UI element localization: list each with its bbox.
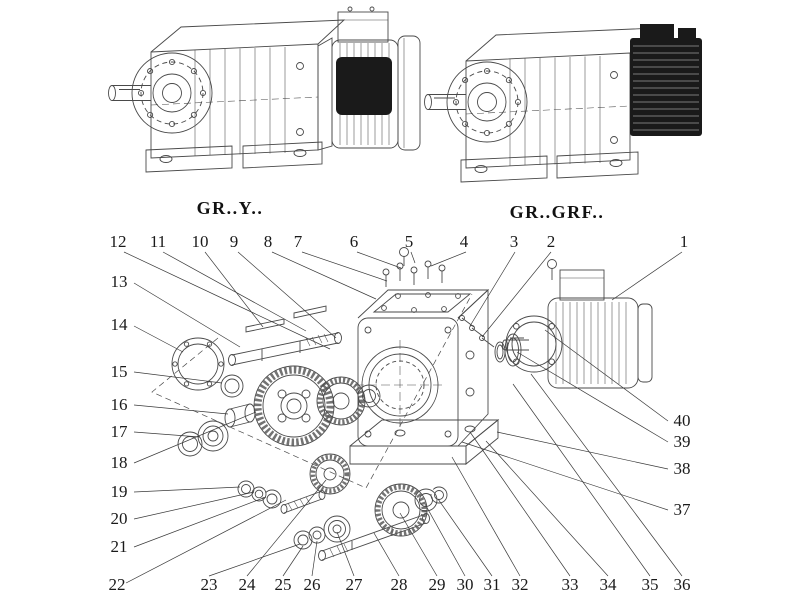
callout-21: 21 <box>111 537 128 556</box>
callout-33: 33 <box>562 575 579 594</box>
input-shaft <box>228 305 342 366</box>
cover-bolts <box>382 247 446 287</box>
callout-18: 18 <box>111 453 128 472</box>
callout-13: 13 <box>111 272 128 291</box>
callout-25: 25 <box>275 575 292 594</box>
callout-2: 2 <box>547 232 556 251</box>
bearings-left <box>177 403 256 457</box>
callout-6: 6 <box>350 232 359 251</box>
callout-14: 14 <box>111 315 129 334</box>
callout-numbers: 12 11 10 9 8 7 6 5 4 3 2 1 13 14 15 16 1… <box>109 232 692 594</box>
callout-32: 32 <box>512 575 529 594</box>
callout-26: 26 <box>304 575 321 594</box>
gearmotor-drawing-gr-y <box>108 6 421 173</box>
callout-39: 39 <box>674 432 691 451</box>
callout-7: 7 <box>294 232 303 251</box>
callout-22: 22 <box>109 575 126 594</box>
gearmotor-drawing-gr-grf <box>424 24 702 183</box>
variant-label-right: GR..GRF.. <box>510 202 605 222</box>
end-cover <box>171 337 244 398</box>
callout-35: 35 <box>642 575 659 594</box>
motor-exploded <box>502 259 653 389</box>
callout-4: 4 <box>460 232 469 251</box>
callout-37: 37 <box>674 500 692 519</box>
callout-5: 5 <box>405 232 414 251</box>
callout-38: 38 <box>674 459 691 478</box>
pinion-and-gear <box>280 453 351 514</box>
callout-36: 36 <box>674 575 691 594</box>
callout-30: 30 <box>457 575 474 594</box>
variant-label-left: GR..Y.. <box>197 198 264 218</box>
callout-9: 9 <box>230 232 239 251</box>
callout-24: 24 <box>239 575 257 594</box>
gear-housing <box>349 288 500 465</box>
output-shaft-assembly <box>293 483 448 561</box>
callout-1: 1 <box>680 232 689 251</box>
intermediate-gears <box>253 365 381 447</box>
callout-17: 17 <box>111 422 129 441</box>
motor-fins <box>633 45 699 131</box>
bolt-circle-holes <box>137 58 207 128</box>
callout-23: 23 <box>201 575 218 594</box>
callout-28: 28 <box>391 575 408 594</box>
bolt-circle-holes <box>452 67 522 137</box>
exploded-view-drawing <box>151 247 653 561</box>
callout-40: 40 <box>674 411 691 430</box>
callout-11: 11 <box>150 232 166 251</box>
callout-29: 29 <box>429 575 446 594</box>
callout-3: 3 <box>510 232 519 251</box>
callout-27: 27 <box>346 575 364 594</box>
callout-19: 19 <box>111 482 128 501</box>
callout-16: 16 <box>111 395 128 414</box>
callout-20: 20 <box>111 509 128 528</box>
callout-15: 15 <box>111 362 128 381</box>
leader-lines <box>123 251 683 584</box>
callout-31: 31 <box>484 575 501 594</box>
callout-8: 8 <box>264 232 273 251</box>
callout-34: 34 <box>600 575 618 594</box>
callout-12: 12 <box>110 232 127 251</box>
callout-10: 10 <box>192 232 209 251</box>
